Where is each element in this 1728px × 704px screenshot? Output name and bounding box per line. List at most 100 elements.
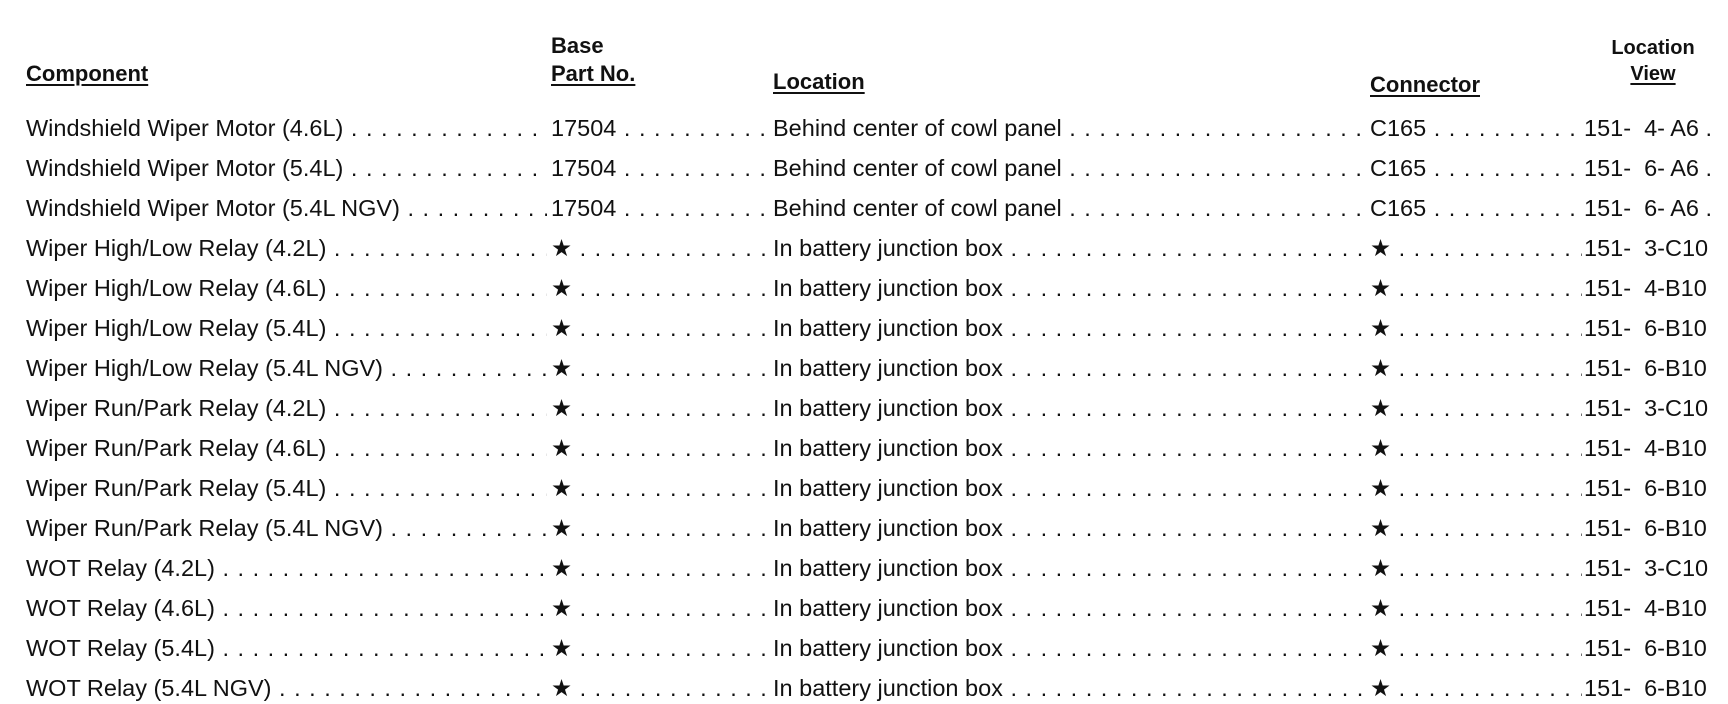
cell-location-text: In battery junction box [773, 435, 1003, 461]
cell-connector: ★ [1370, 393, 1582, 423]
cell-connector-text: ★ [1370, 315, 1392, 341]
cell-location: In battery junction box [773, 273, 1368, 303]
cell-location-view: 151- 4-B10 [1584, 593, 1728, 623]
cell-component: WOT Relay (5.4L NGV) [26, 673, 547, 703]
table-row: WOT Relay (5.4L)★In battery junction box… [0, 630, 1728, 670]
cell-connector: ★ [1370, 473, 1582, 503]
cell-connector-text: ★ [1370, 235, 1392, 261]
cell-part-no: ★ [551, 553, 772, 583]
header-location-view-top: Location [1611, 37, 1695, 59]
cell-location: In battery junction box [773, 673, 1368, 703]
cell-location: In battery junction box [773, 513, 1368, 543]
header-base-part-no-top: Base [551, 33, 604, 58]
cell-part-no: ★ [551, 433, 772, 463]
cell-component: Wiper Run/Park Relay (5.4L NGV) [26, 513, 547, 543]
cell-part-no-text: 17504 [551, 155, 617, 181]
cell-location-view-text: 151- 6-B10 [1584, 355, 1707, 381]
cell-part-no-text: 17504 [551, 115, 617, 141]
cell-location-view-text: 151- 6- A6 . [1584, 155, 1713, 181]
cell-location-view-text: 151- 6-B10 [1584, 315, 1707, 341]
cell-component-text: Wiper High/Low Relay (4.6L) [26, 275, 327, 301]
cell-location-text: In battery junction box [773, 315, 1003, 341]
cell-location: In battery junction box [773, 353, 1368, 383]
table-row: WOT Relay (4.6L) ★ In battery junction box… [0, 590, 1728, 630]
cell-connector: ★ [1370, 633, 1582, 663]
cell-location: In battery junction box [773, 553, 1368, 583]
cell-connector-text: ★ [1370, 515, 1392, 541]
header-location-view: Location View [1600, 35, 1706, 87]
cell-location-view-text: 151- 6-B10 [1584, 635, 1707, 661]
cell-component-text: Wiper Run/Park Relay (5.4L) [26, 475, 327, 501]
cell-location-view-text: 151- 3-C10 [1584, 235, 1709, 261]
cell-connector-text: ★ [1370, 435, 1392, 461]
cell-part-no-text: ★ [551, 595, 573, 621]
cell-part-no: 17504 [551, 153, 772, 183]
cell-part-no-text: ★ [551, 675, 573, 701]
cell-connector-text: C165 [1370, 195, 1427, 221]
cell-connector: ★ [1370, 673, 1582, 703]
table-row: Wiper High/Low Relay (5.4L) ★ In battery j… [0, 310, 1728, 350]
cell-component-text: WOT Relay (5.4L) [26, 635, 215, 661]
cell-location-view: 151- 6- A6 . [1584, 153, 1728, 183]
cell-location-view: 151- 4-B10 [1584, 273, 1728, 303]
cell-part-no-text: ★ [551, 555, 573, 581]
cell-location: In battery junction box [773, 433, 1368, 463]
cell-component-text: Windshield Wiper Motor (5.4L NGV) [26, 195, 400, 221]
cell-location-text: Behind center of cowl panel [773, 115, 1062, 141]
table-row: WOT Relay (5.4L NGV)★In battery junction… [0, 670, 1728, 704]
cell-component-text: WOT Relay (4.2L) [26, 555, 215, 581]
cell-location: In battery junction box [773, 393, 1368, 423]
cell-part-no-text: ★ [551, 315, 573, 341]
cell-part-no: ★ [551, 513, 772, 543]
cell-location-view: 151- 3-C10 [1584, 233, 1728, 263]
cell-location-text: Behind center of cowl panel [773, 195, 1062, 221]
cell-location-view-text: 151- 3-C10 [1584, 395, 1709, 421]
header-base-part-no-bottom: Part No. [551, 61, 636, 86]
table-row: Windshield Wiper Motor (4.6L)17504Behind… [0, 110, 1728, 150]
cell-location: In battery junction box [773, 633, 1368, 663]
cell-component-text: Wiper High/Low Relay (5.4L) [26, 315, 327, 341]
cell-location-view-text: 151- 4-B10 [1584, 595, 1707, 621]
cell-part-no-text: ★ [551, 475, 573, 501]
header-base-part-no: Base Part No. [551, 32, 635, 88]
cell-component: WOT Relay (4.6L) [26, 593, 547, 623]
cell-part-no: ★ [551, 393, 772, 423]
cell-connector: ★ [1370, 433, 1582, 463]
cell-location: In battery junction box [773, 593, 1368, 623]
header-component: Component [26, 61, 149, 86]
cell-component-text: Wiper Run/Park Relay (4.6L) [26, 435, 327, 461]
cell-component: Windshield Wiper Motor (5.4L NGV) [26, 193, 547, 223]
table-row: Windshield Wiper Motor (5.4L) 17504 Behind… [0, 150, 1728, 190]
cell-part-no: ★ [551, 313, 772, 343]
cell-component: Wiper High/Low Relay (5.4L NGV) [26, 353, 547, 383]
cell-connector-text: ★ [1370, 555, 1392, 581]
cell-component: Wiper High/Low Relay (4.6L) [26, 273, 547, 303]
cell-location: In battery junction box [773, 473, 1368, 503]
cell-connector: ★ [1370, 353, 1582, 383]
cell-location-view: 151- 6-B10 [1584, 313, 1728, 343]
cell-connector-text: C165 [1370, 115, 1427, 141]
cell-part-no-text: ★ [551, 395, 573, 421]
cell-location: Behind center of cowl panel [773, 153, 1368, 183]
cell-component-text: Windshield Wiper Motor (5.4L) [26, 155, 344, 181]
cell-location-view-text: 151- 4-B10 [1584, 275, 1707, 301]
cell-component: WOT Relay (4.2L) [26, 553, 547, 583]
table-row: Wiper High/Low Relay (5.4L NGV) ★In batte… [0, 350, 1728, 390]
cell-connector: ★ [1370, 273, 1582, 303]
cell-part-no: ★ [551, 233, 772, 263]
cell-component-text: Wiper High/Low Relay (5.4L NGV) [26, 355, 383, 381]
cell-connector-text: ★ [1370, 475, 1392, 501]
cell-location-view: 151- 4-B10 [1584, 433, 1728, 463]
cell-part-no-text: ★ [551, 635, 573, 661]
cell-connector: C165 [1370, 193, 1582, 223]
cell-location-text: In battery junction box [773, 275, 1003, 301]
cell-component: WOT Relay (5.4L) [26, 633, 547, 663]
header-location-view-bottom: View [1630, 63, 1676, 85]
cell-connector: C165 [1370, 113, 1582, 143]
cell-component-text: WOT Relay (4.6L) [26, 595, 215, 621]
cell-part-no: 17504 [551, 193, 772, 223]
header-location: Location [773, 69, 865, 94]
cell-location: Behind center of cowl panel [773, 113, 1368, 143]
cell-location-view-text: 151- 3-C10 [1584, 555, 1709, 581]
cell-part-no-text: ★ [551, 435, 573, 461]
